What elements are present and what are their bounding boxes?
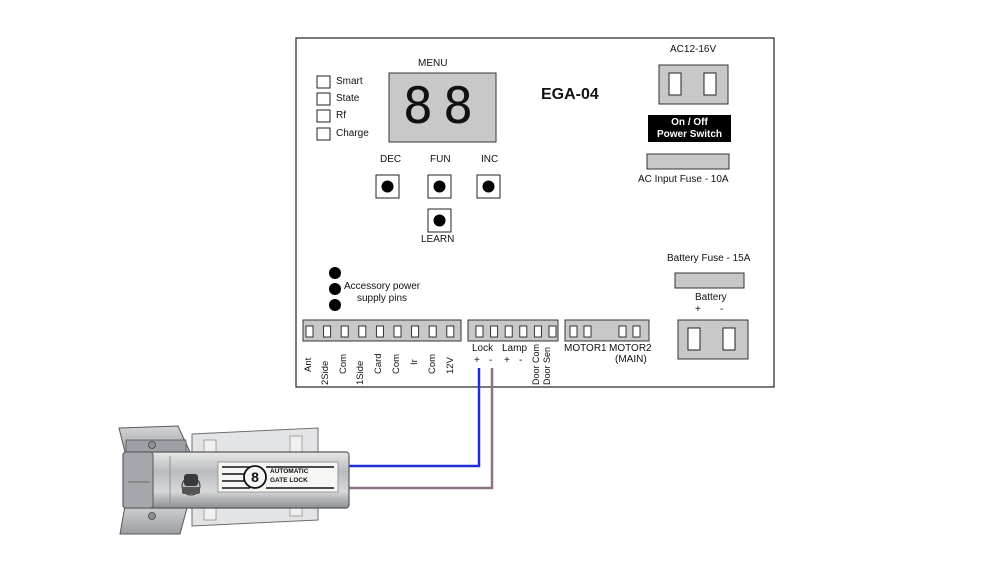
key-icon (181, 474, 201, 496)
ac-input-fuse (646, 153, 730, 170)
door-com-label: Door Com (531, 343, 541, 385)
gate-lock-label-line1: AUTOMATIC (270, 468, 309, 475)
motor1-pin-1 (569, 325, 578, 338)
indicator-box-state (316, 92, 331, 106)
learn-button-label: LEARN (421, 234, 455, 245)
ac-input-slot-1 (668, 72, 682, 96)
terminal-label-com-2: Com (391, 353, 402, 374)
gate-lock-logo-text: 8 (251, 469, 259, 485)
display-digits: 88 (402, 77, 484, 135)
motor2-pin-1 (618, 325, 627, 338)
indicator-box-rf (316, 109, 331, 123)
indicator-label-charge: Charge (336, 128, 369, 139)
led-display (388, 72, 497, 143)
indicator-label-rf: Rf (336, 110, 346, 121)
accessory-pin-2 (329, 283, 341, 295)
lock-minus-label: - (489, 355, 493, 366)
power-switch[interactable] (648, 115, 731, 142)
battery-fuse (674, 272, 745, 289)
lamp-label: Lamp (502, 343, 528, 354)
output-terminal-pin-2 (490, 325, 499, 338)
terminal-label-com-3: Com (427, 353, 438, 374)
lock-plus-label: + (474, 355, 480, 366)
lamp-minus-label: - (519, 355, 523, 366)
battery-plus-label: + (695, 304, 701, 315)
dec-button-label: DEC (380, 154, 402, 165)
input-terminal-pin-9 (446, 325, 455, 338)
accessory-pins-label-line2: supply pins (357, 293, 408, 304)
gate-lock-device (118, 425, 350, 535)
terminal-label-12v: 12V (445, 357, 456, 374)
power-switch-label-line1: On / Off (671, 117, 708, 128)
indicator-label-smart: Smart (336, 76, 363, 87)
terminal-label-1side: 1Side (355, 360, 366, 385)
lock-positive-wire (348, 368, 481, 468)
accessory-pin-3 (329, 299, 341, 311)
indicator-box-charge (316, 127, 331, 141)
terminal-block-inputs-pins (305, 325, 455, 338)
output-terminal-pin-3 (504, 325, 513, 338)
indicator-box-smart (316, 75, 331, 89)
battery-label: Battery (695, 292, 727, 303)
menu-label: MENU (418, 58, 448, 69)
gate-lock-label-line2: GATE LOCK (270, 477, 308, 484)
terminal-label-card: Card (373, 353, 384, 374)
output-terminal-pin-4 (519, 325, 528, 338)
motor1-pin-2 (583, 325, 592, 338)
lamp-plus-label: + (504, 355, 510, 366)
battery-slot-minus (722, 327, 736, 351)
inc-button-label: INC (481, 154, 499, 165)
input-terminal-pin-2 (323, 325, 332, 338)
inc-button[interactable] (482, 180, 495, 193)
terminal-label-com-1: Com (338, 353, 349, 374)
terminal-block-outputs-pins (475, 325, 557, 338)
battery-fuse-label: Battery Fuse - 15A (667, 253, 751, 264)
battery-minus-label: - (720, 304, 724, 315)
lock-label: Lock (472, 343, 494, 354)
output-terminal-pin-5 (533, 325, 542, 338)
gate-lock-logo-icon (243, 465, 267, 489)
ac-fuse-label: AC Input Fuse - 10A (638, 174, 729, 185)
fun-button[interactable] (433, 180, 446, 193)
terminal-label-ir: Ir (409, 359, 420, 365)
input-terminal-pin-3 (340, 325, 349, 338)
motor1-label: MOTOR1 (564, 343, 607, 354)
motor2-sub-label: (MAIN) (615, 354, 647, 365)
fun-button-label: FUN (430, 154, 451, 165)
input-terminal-pin-5 (375, 325, 384, 338)
board-model-title: EGA-04 (541, 86, 599, 103)
input-terminal-pin-6 (393, 325, 402, 338)
door-sen-label: Door Sen (542, 346, 552, 385)
indicator-label-state: State (336, 93, 360, 104)
terminal-label-ant: Ant (303, 357, 314, 372)
ac-input-label: AC12-16V (670, 44, 717, 55)
learn-button[interactable] (433, 214, 446, 227)
accessory-pins-label-line1: Accessory power (344, 281, 421, 292)
power-switch-label-line2: Power Switch (656, 129, 722, 140)
input-terminal-pin-1 (305, 325, 314, 338)
lock-negative-wire (348, 368, 494, 490)
input-terminal-pin-4 (358, 325, 367, 338)
motor2-pin-2 (632, 325, 641, 338)
input-terminal-pin-7 (411, 325, 420, 338)
output-terminal-pin-6 (548, 325, 557, 338)
battery-slot-plus (687, 327, 701, 351)
dec-button[interactable] (381, 180, 394, 193)
input-terminal-pin-8 (428, 325, 437, 338)
output-terminal-pin-1 (475, 325, 484, 338)
motor2-label: MOTOR2 (609, 343, 652, 354)
ac-input-slot-2 (703, 72, 717, 96)
accessory-pin-1 (329, 267, 341, 279)
terminal-label-2side: 2Side (320, 360, 331, 385)
